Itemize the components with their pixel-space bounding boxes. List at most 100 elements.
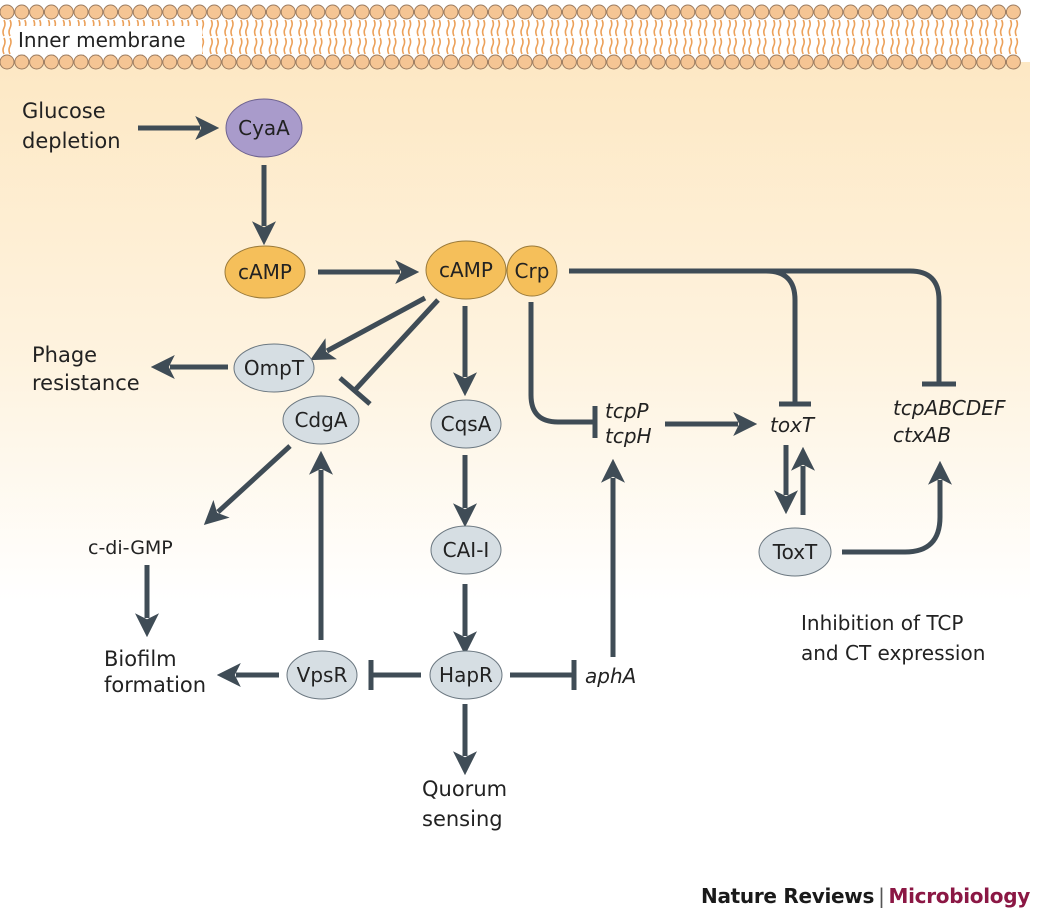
node-camp-label: cAMP — [238, 260, 292, 284]
lipid-head — [561, 4, 577, 20]
lipid-tail — [467, 37, 471, 55]
lipid-tail — [689, 19, 693, 37]
node-ompt[interactable]: OmpT — [233, 343, 315, 393]
lipid-head — [917, 4, 933, 20]
lipid-tail — [446, 37, 450, 55]
lipid-tail — [615, 37, 619, 55]
lipid-head — [991, 4, 1007, 20]
edge-crp-tcpabcdef — [766, 268, 942, 384]
lipid-tail — [481, 37, 486, 55]
label-cdigmp: c-di-GMP — [88, 537, 173, 559]
lipid-head — [1005, 54, 1021, 70]
lipid-tail — [401, 19, 406, 37]
lipid-tail — [949, 37, 953, 55]
lipid-tail — [209, 37, 213, 55]
lipid-head — [813, 54, 829, 70]
lipid-head — [502, 4, 518, 20]
label-inhibition-line2: and CT expression — [801, 641, 985, 665]
lipid-head — [650, 4, 666, 20]
lipid-head — [339, 54, 355, 70]
lipid-head — [872, 4, 888, 20]
lipid-head — [280, 54, 296, 70]
nodes: CyaA cAMP cAMP Crp OmpT CdgA CqsA CAI-I — [224, 98, 832, 700]
lipid-tail — [215, 37, 219, 55]
node-cdga[interactable]: CdgA — [282, 395, 360, 445]
lipid-tail — [289, 37, 293, 55]
lipid-tail — [955, 37, 959, 55]
lipid-head — [339, 4, 355, 20]
lipid-head — [177, 4, 193, 20]
lipid-tail — [452, 37, 456, 55]
lipid-head — [473, 4, 489, 20]
lipid-head — [73, 4, 89, 20]
label-phage-line2: resistance — [32, 371, 140, 395]
lipid-tail — [526, 37, 530, 55]
label-apha: aphA — [585, 664, 636, 688]
node-cqsa[interactable]: CqsA — [430, 399, 502, 449]
lipid-tail — [283, 37, 287, 55]
lipid-tail — [896, 37, 900, 55]
lipid-tail — [245, 37, 249, 55]
lipid-head — [887, 4, 903, 20]
lipid-head — [946, 54, 962, 70]
lipid-head — [739, 54, 755, 70]
lipid-head — [325, 4, 341, 20]
lipid-tail — [333, 19, 338, 37]
lipid-head — [591, 4, 607, 20]
node-cqsa-label: CqsA — [441, 412, 492, 436]
lipid-tail — [505, 19, 509, 37]
lipid-tail — [253, 19, 258, 37]
lipid-tail — [837, 19, 841, 37]
lipid-head — [473, 54, 489, 70]
lipid-tail — [771, 19, 776, 37]
lipid-tail — [259, 19, 264, 37]
lipid-tail — [363, 37, 367, 55]
lipid-head — [384, 54, 400, 70]
lipid-head — [857, 54, 873, 70]
lipid-tail — [919, 19, 924, 37]
lipid-tail — [748, 19, 752, 37]
node-camp-complex[interactable]: cAMP — [425, 240, 507, 300]
lipid-tail — [274, 37, 279, 55]
lipid-head — [769, 4, 785, 20]
edge-toxt-tcpabcdef — [842, 460, 952, 555]
node-toxt-protein[interactable]: ToxT — [758, 527, 832, 577]
lipid-tail — [239, 19, 243, 37]
lipid-tail — [467, 19, 471, 37]
node-vpsr[interactable]: VpsR — [286, 650, 358, 700]
lipid-tail — [393, 37, 397, 55]
lipid-head — [458, 54, 474, 70]
lipid-tail — [851, 19, 856, 37]
lipid-head — [29, 54, 45, 70]
lipid-tail — [496, 19, 501, 37]
lipid-tail — [786, 19, 791, 37]
label-ctxab: ctxAB — [893, 423, 951, 447]
lipid-tail — [245, 19, 249, 37]
edge-crp-tcpph — [528, 302, 593, 425]
node-vpsr-label: VpsR — [297, 663, 348, 687]
lipid-tail — [239, 37, 243, 55]
lipid-tail — [1014, 37, 1019, 55]
node-hapr[interactable]: HapR — [429, 650, 503, 700]
lipid-head — [29, 4, 45, 20]
node-crp[interactable]: Crp — [506, 245, 558, 297]
node-cyaa[interactable]: CyaA — [225, 98, 303, 158]
lipid-head — [576, 4, 592, 20]
lipid-tail — [831, 19, 835, 37]
lipid-tail — [860, 37, 865, 55]
lipid-tail — [541, 37, 545, 55]
lipid-head — [117, 54, 133, 70]
node-cai1[interactable]: CAI-I — [430, 525, 502, 575]
lipid-head — [665, 54, 681, 70]
lipid-head — [0, 4, 15, 20]
lipid-tail — [881, 37, 885, 55]
lipid-head — [591, 54, 607, 70]
lipid-tail — [845, 37, 850, 55]
lipid-tail — [629, 37, 634, 55]
lipid-head — [783, 54, 799, 70]
lipid-tail — [475, 37, 480, 55]
lipid-tail — [807, 37, 811, 55]
lipid-head — [458, 4, 474, 20]
lipid-head — [295, 4, 311, 20]
node-camp[interactable]: cAMP — [224, 245, 306, 299]
